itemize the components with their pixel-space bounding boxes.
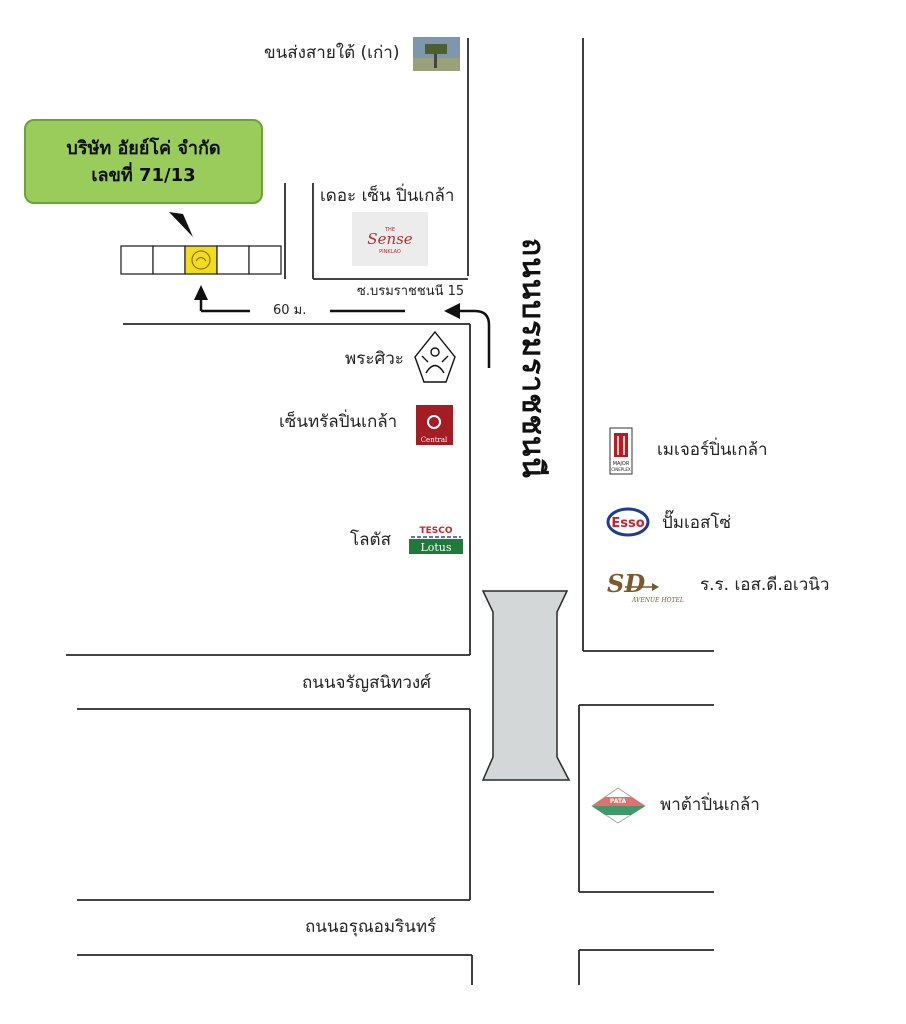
svg-text:PATA: PATA xyxy=(610,798,627,805)
svg-text:Esso: Esso xyxy=(611,516,644,531)
label-phrasiwa: พระศิวะ xyxy=(345,349,404,369)
label-pata: พาต้าปิ่นเกล้า xyxy=(660,795,760,815)
road-edges xyxy=(66,38,714,985)
pata-logo: PATA xyxy=(591,787,646,824)
label-soi: ซ.บรมราชชนนี 15 xyxy=(357,284,465,299)
company-address: เลขที่ 71/13 xyxy=(91,164,196,186)
company-marker-icon xyxy=(191,250,211,270)
route-arrowhead-up-icon xyxy=(194,285,208,300)
label-distance: 60 ม. xyxy=(273,303,307,318)
tesco-lotus-logo: TESCO Lotus xyxy=(409,523,463,554)
label-esso: ปั๊มเอสโซ่ xyxy=(662,513,732,533)
bus-terminal-icon xyxy=(413,37,460,71)
route-arrowhead-icon xyxy=(444,303,460,319)
svg-text:MAJOR: MAJOR xyxy=(613,461,630,467)
the-sense-logo: THE Sense PINKLAO xyxy=(352,212,428,266)
svg-text:CINEPLEX: CINEPLEX xyxy=(611,467,631,472)
label-thesense: เดอะ เซ็น ปิ่นเกล้า xyxy=(320,186,455,206)
label-jaran: ถนนจรัญสนิทวงศ์ xyxy=(302,673,431,693)
svg-text:Central: Central xyxy=(421,436,448,444)
svg-text:TESCO: TESCO xyxy=(419,526,452,536)
company-name: บริษัท อัยย์โค่ จำกัด xyxy=(66,137,221,159)
esso-logo: Esso xyxy=(606,507,650,537)
svg-text:PINKLAO: PINKLAO xyxy=(379,249,401,255)
label-major: เมเจอร์ปิ่นเกล้า xyxy=(657,440,768,460)
svg-text:SD: SD xyxy=(607,569,645,598)
svg-text:Sense: Sense xyxy=(367,230,413,248)
sd-avenue-logo: SD AVENUE HOTEL xyxy=(607,569,684,604)
overpass-bridge xyxy=(481,590,571,781)
svg-text:Lotus: Lotus xyxy=(420,541,451,554)
shiva-shrine-icon xyxy=(414,330,456,383)
company-callout: บริษัท อัยย์โค่ จำกัด เลขที่ 71/13 xyxy=(24,119,263,204)
label-khonsong: ขนส่งสายใต้ (เก่า) xyxy=(264,43,400,63)
label-arun: ถนนอรุณอมรินทร์ xyxy=(305,917,437,937)
svg-text:AVENUE HOTEL: AVENUE HOTEL xyxy=(631,597,684,604)
label-lotus: โลตัส xyxy=(350,530,391,550)
central-logo: Central xyxy=(416,405,453,445)
building-row xyxy=(120,245,282,275)
label-main-road: ถนนบรมราชชนนี xyxy=(515,238,550,479)
label-central: เซ็นทรัลปิ่นเกล้า xyxy=(279,412,398,432)
major-cineplex-logo: MAJOR CINEPLEX xyxy=(609,427,633,475)
svg-text:THE: THE xyxy=(384,227,395,233)
pointer-arrow-icon xyxy=(169,212,193,237)
label-sd: ร.ร. เอส.ดี.อเวนิว xyxy=(700,575,830,595)
